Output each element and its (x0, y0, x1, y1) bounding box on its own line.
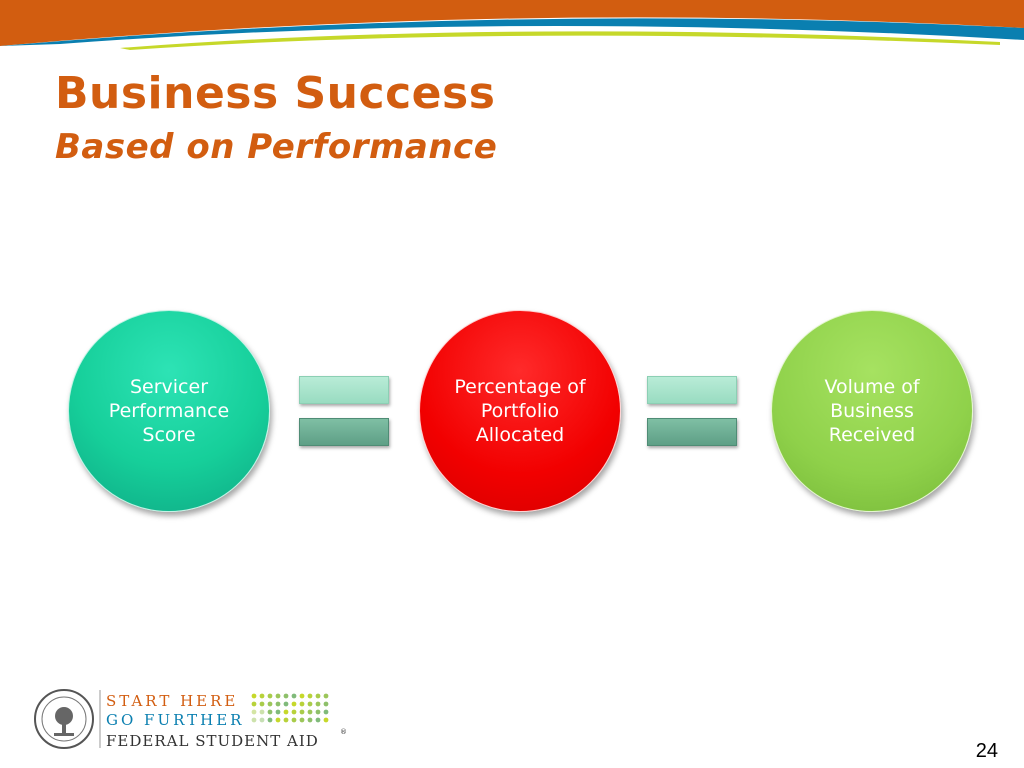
dot-grid-icon (251, 693, 329, 723)
header-banner (0, 0, 1024, 60)
node-label: Percentage of Portfolio Allocated (454, 376, 586, 446)
page-number: 24 (975, 740, 998, 762)
node-percentage-of-portfolio: Percentage of Portfolio Allocated (419, 310, 621, 512)
logo-line-go-further: GO FURTHER (106, 711, 244, 729)
logo-line-federal-student-aid: FEDERAL STUDENT AID (106, 732, 319, 750)
node-volume-of-business: Volume of Business Received (771, 310, 973, 512)
federal-student-aid-logo: START HERE GO FURTHER FEDERAL STUDENT AI… (34, 689, 347, 750)
equals-bar-bottom (647, 418, 737, 446)
equals-bar-top (647, 376, 737, 404)
node-label: Servicer Performance Score (108, 376, 230, 446)
node-servicer-performance-score: Servicer Performance Score (68, 310, 270, 512)
logo-line-start-here: START HERE (106, 692, 238, 710)
node-label: Volume of Business Received (824, 376, 920, 446)
equals-bar-bottom (299, 418, 389, 446)
slide-title: Business Success (55, 68, 496, 119)
registered-mark: ® (340, 728, 347, 736)
slide-subtitle: Based on Performance (55, 127, 498, 167)
equals-bar-top (299, 376, 389, 404)
department-seal-icon (34, 689, 94, 749)
